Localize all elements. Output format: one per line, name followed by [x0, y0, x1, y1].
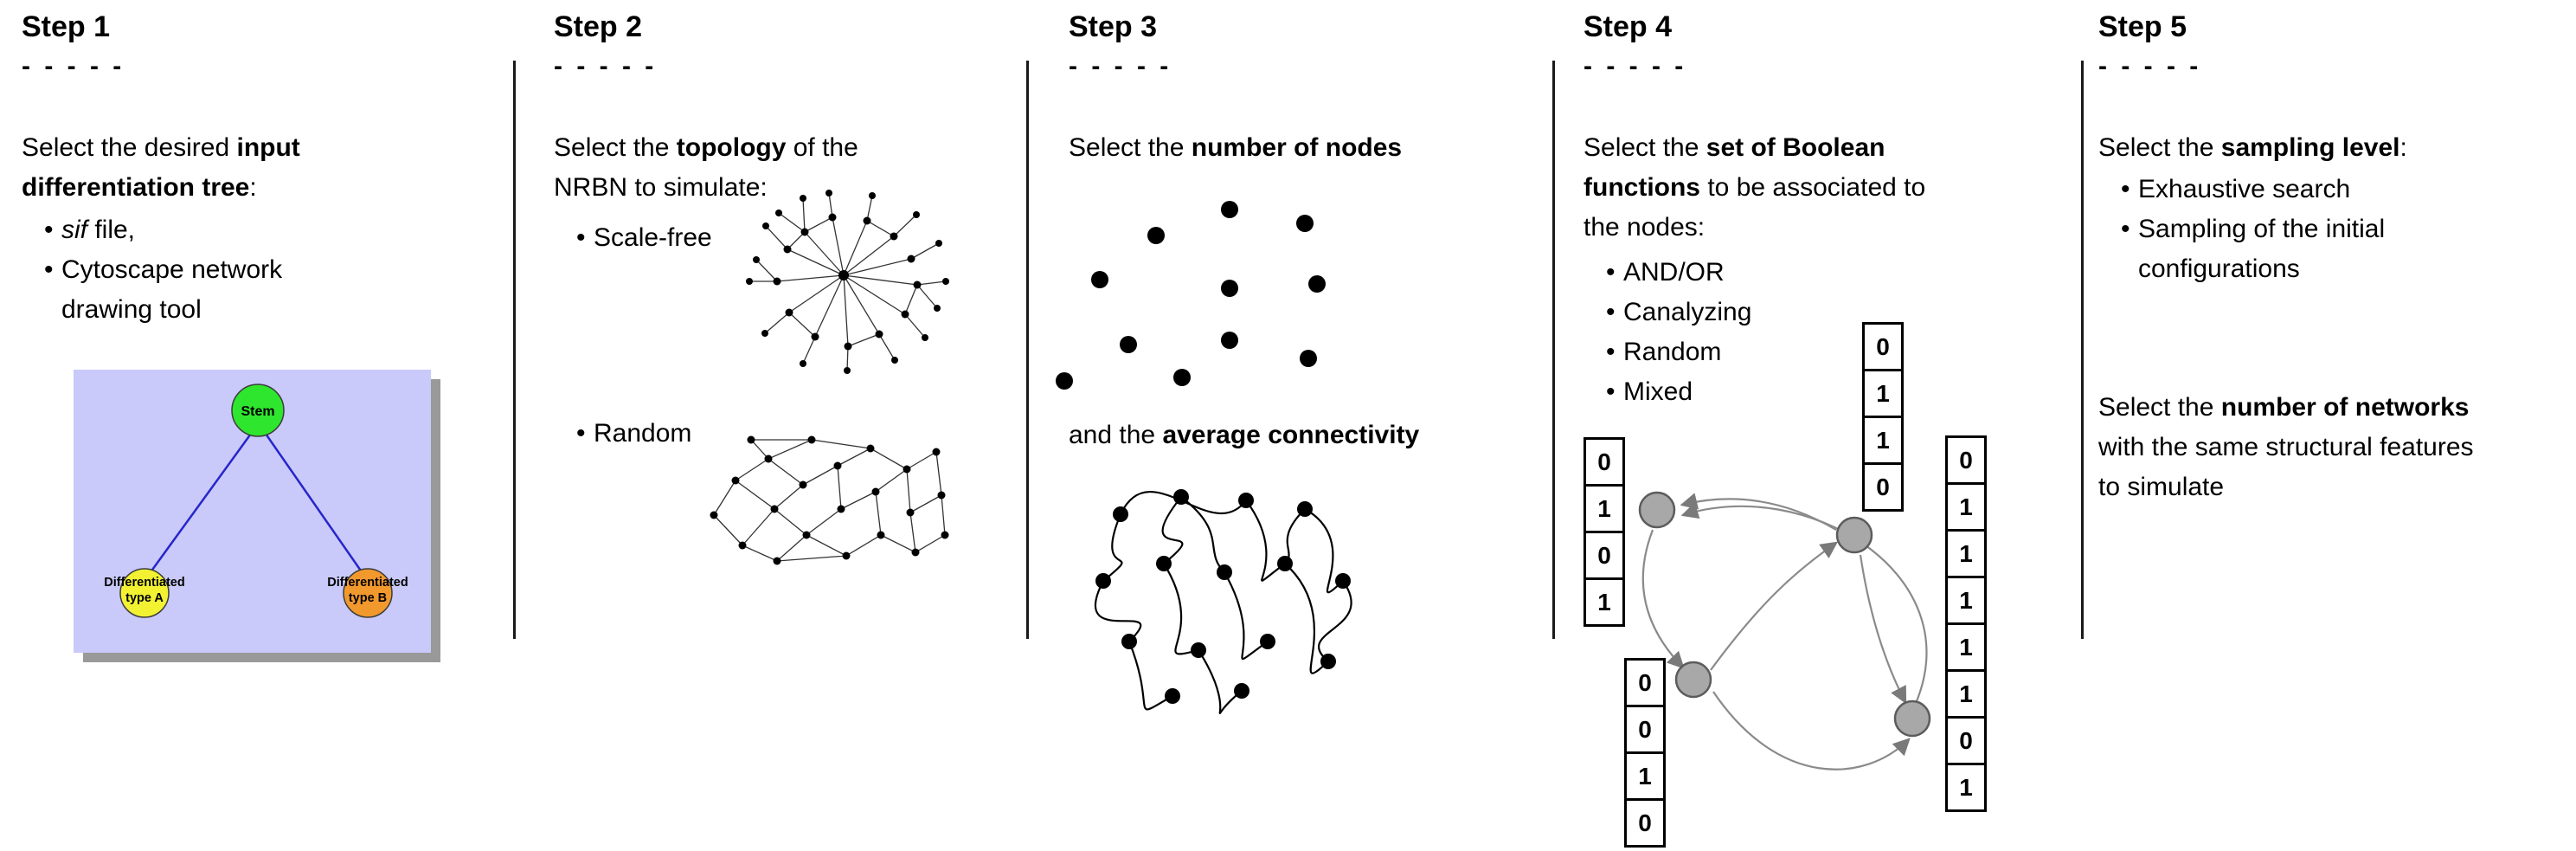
column-divider-3: [1552, 61, 1555, 639]
truth-table-cell: 1: [1862, 416, 1904, 465]
step-4-column: Step 4 - - - - - Select the set of Boole…: [1584, 0, 2068, 851]
bullet-icon: •: [1606, 258, 1616, 287]
truth-table-cell: 0: [1584, 437, 1625, 487]
list-item-sampling: • Sampling of the initial configurations: [2098, 210, 2458, 289]
step-2-separator: - - - - -: [554, 52, 658, 81]
list-item-sif-file: • sif file,: [22, 210, 364, 250]
step-4-options: • AND/OR • Canalyzing • Random • Mixed: [1584, 253, 1751, 412]
bullet-icon: •: [44, 255, 54, 284]
truth-table-cell: 0: [1624, 658, 1666, 707]
truth-table-cell: 0: [1945, 716, 1987, 765]
type-a-label-line1: Differentiated: [104, 576, 184, 590]
truth-table-cell: 1: [1945, 763, 1987, 812]
tree-edge-left: [146, 433, 253, 577]
column-divider-2: [1026, 61, 1029, 639]
column-divider-1: [513, 61, 516, 639]
step-3-title: Step 3: [1069, 10, 1158, 43]
step-2-title: Step 2: [554, 10, 643, 43]
step-2-option-random: • Random: [554, 414, 691, 454]
network-arrows: [1641, 493, 1928, 770]
boolean-network-graphic: 0 1 0 1 0 1 1 0 0 0 1 0 0 1 1 1 1 1 0 1: [1584, 316, 2081, 851]
truth-table-cell: 0: [1584, 531, 1625, 580]
boolean-node-3: [1674, 661, 1712, 699]
truth-table-left: 0 1 0 1: [1584, 437, 1625, 627]
connectivity-graphic: [1073, 464, 1378, 724]
list-item-exhaustive: • Exhaustive search: [2098, 170, 2458, 210]
bullet-icon: •: [1606, 298, 1616, 326]
tree-edge-right: [264, 433, 366, 577]
step-4-intro: Select the set of Boolean functions to b…: [1584, 133, 1926, 242]
list-item-cytoscape: • Cytoscape network drawing tool: [22, 250, 364, 330]
differentiation-tree-graphic: Stem Differentiated type A Differentiate…: [74, 370, 431, 653]
step-1-options: • sif file, • Cytoscape network drawing …: [22, 210, 364, 330]
truth-table-cell: 1: [1945, 576, 1987, 625]
stem-label: Stem: [241, 404, 274, 419]
step-5-intro: Select the sampling level:: [2098, 133, 2407, 162]
boolean-node-1: [1638, 491, 1676, 529]
type-a-node: [119, 568, 170, 618]
step-5-options: • Exhaustive search • Sampling of the in…: [2098, 170, 2458, 289]
list-item-random-functions: • Random: [1584, 332, 1751, 372]
truth-table-cell: 0: [1862, 462, 1904, 512]
list-item-random: • Random: [554, 414, 691, 454]
truth-table-cell: 1: [1584, 484, 1625, 533]
list-item-scale-free: • Scale-free: [554, 218, 712, 258]
step-5-title: Step 5: [2098, 10, 2187, 43]
boolean-node-4: [1893, 699, 1931, 738]
bullet-icon: •: [1606, 377, 1616, 406]
truth-table-top: 0 1 1 0: [1862, 322, 1904, 512]
stem-node: [231, 384, 285, 437]
step-2-option-scale-free: • Scale-free: [554, 218, 712, 258]
truth-table-cell: 1: [1945, 622, 1987, 672]
step-1-column: Step 1 - - - - - Select the desired inpu…: [22, 0, 506, 851]
step-3-connectivity-text: and the average connectivity: [1069, 421, 1420, 449]
step-1-title: Step 1: [22, 10, 111, 43]
truth-table-cell: 0: [1945, 435, 1987, 485]
truth-table-cell: 1: [1945, 529, 1987, 578]
step-5-column: Step 5 - - - - - Select the sampling lev…: [2098, 0, 2566, 851]
boolean-node-2: [1835, 516, 1873, 554]
nodes-dots-graphic: [1052, 197, 1329, 392]
type-b-label-line1: Differentiated: [327, 576, 408, 590]
truth-table-cell: 1: [1945, 669, 1987, 719]
truth-table-cell: 1: [1584, 577, 1625, 627]
bullet-icon: •: [44, 216, 54, 244]
truth-table-cell: 1: [1624, 751, 1666, 801]
bullet-icon: •: [576, 223, 586, 252]
step-5-networks-text: Select the number of networks with the s…: [2098, 393, 2474, 501]
bullet-icon: •: [2121, 215, 2130, 243]
type-b-label-line2: type B: [349, 591, 387, 605]
truth-table-right: 0 1 1 1 1 1 0 1: [1945, 435, 1987, 812]
type-b-node: [343, 568, 393, 618]
random-network-graphic: [701, 416, 964, 596]
step-3-intro: Select the number of nodes: [1069, 133, 1403, 162]
step-3-column: Step 3 - - - - - Select the number of no…: [1069, 0, 1545, 851]
network-nodes: [1638, 491, 1931, 738]
truth-table-cell: 1: [1945, 482, 1987, 532]
bullet-icon: •: [576, 419, 586, 448]
truth-table-cell: 0: [1862, 322, 1904, 371]
list-item-canalyzing: • Canalyzing: [1584, 293, 1751, 332]
list-item-and-or: • AND/OR: [1584, 253, 1751, 293]
column-divider-4: [2081, 61, 2084, 639]
truth-table-cell: 1: [1862, 369, 1904, 418]
step-1-intro: Select the desired input differentiation…: [22, 133, 300, 202]
truth-table-bottom-left: 0 0 1 0: [1624, 658, 1666, 848]
step-4-separator: - - - - -: [1584, 52, 1687, 81]
step-1-separator: - - - - -: [22, 52, 125, 81]
type-a-label-line2: type A: [125, 591, 164, 605]
step-2-intro: Select the topology of the NRBN to simul…: [554, 133, 858, 202]
step-5-separator: - - - - -: [2098, 52, 2202, 81]
step-3-separator: - - - - -: [1069, 52, 1172, 81]
step-4-title: Step 4: [1584, 10, 1673, 43]
truth-table-cell: 0: [1624, 705, 1666, 754]
list-item-mixed: • Mixed: [1584, 372, 1751, 412]
scale-free-network-graphic: [718, 184, 960, 381]
bullet-icon: •: [2121, 175, 2130, 203]
bullet-icon: •: [1606, 338, 1616, 366]
step-2-column: Step 2 - - - - - Select the topology of …: [554, 0, 1012, 851]
truth-table-cell: 0: [1624, 798, 1666, 848]
